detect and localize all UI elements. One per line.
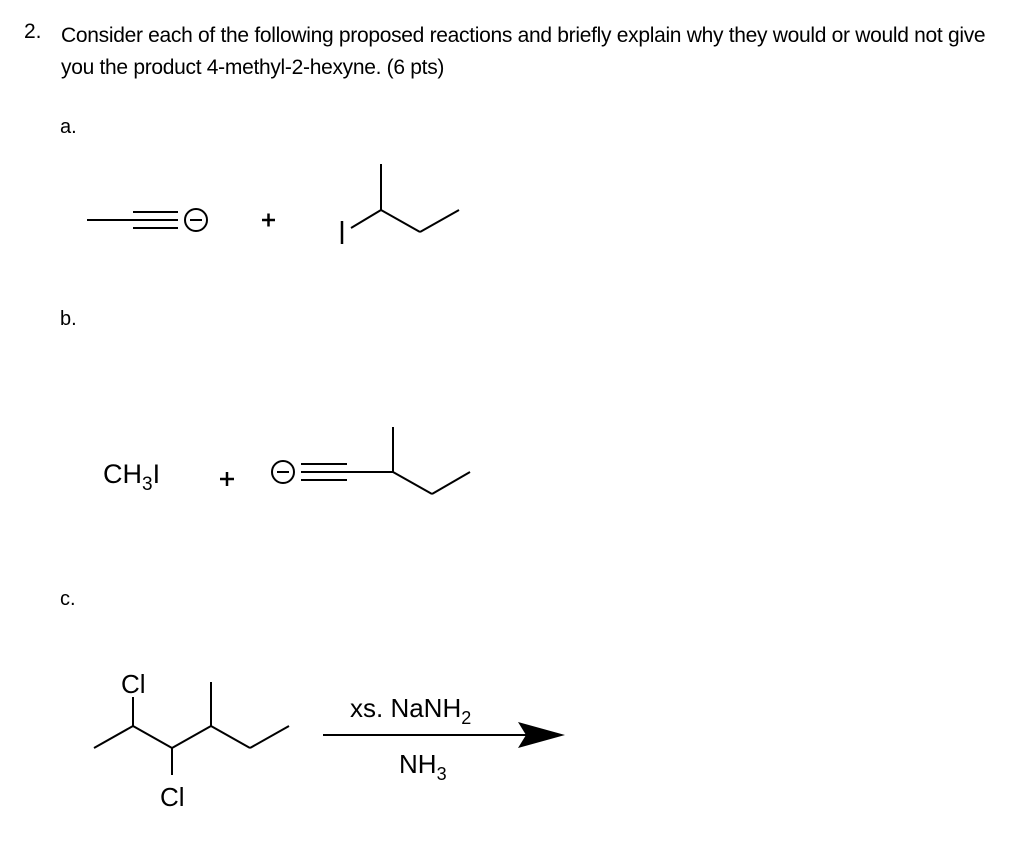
question-number: 2. xyxy=(24,20,42,43)
plus-icon xyxy=(262,213,275,227)
negative-charge-icon xyxy=(271,460,295,484)
negative-charge-icon xyxy=(184,208,208,232)
reaction-arrow xyxy=(323,722,565,748)
part-c-label: c. xyxy=(60,588,76,610)
part-b-alkynide xyxy=(271,427,471,495)
reagent-below-arrow: NH3 xyxy=(399,749,447,784)
question-text: Consider each of the following proposed … xyxy=(61,24,986,79)
plus-icon xyxy=(220,472,234,486)
part-a-label: a. xyxy=(60,116,77,138)
part-b-label: b. xyxy=(60,308,77,330)
part-b-methyl-iodide: CH3I xyxy=(103,459,160,495)
part-a-2-iodobutane xyxy=(340,164,460,244)
chlorine-label-bottom: Cl xyxy=(160,782,185,812)
chlorine-label-top: Cl xyxy=(121,669,146,699)
part-a-propynide xyxy=(87,208,208,232)
part-c-dichloride xyxy=(93,682,290,775)
reagent-above-arrow: xs. NaNH2 xyxy=(350,693,471,728)
